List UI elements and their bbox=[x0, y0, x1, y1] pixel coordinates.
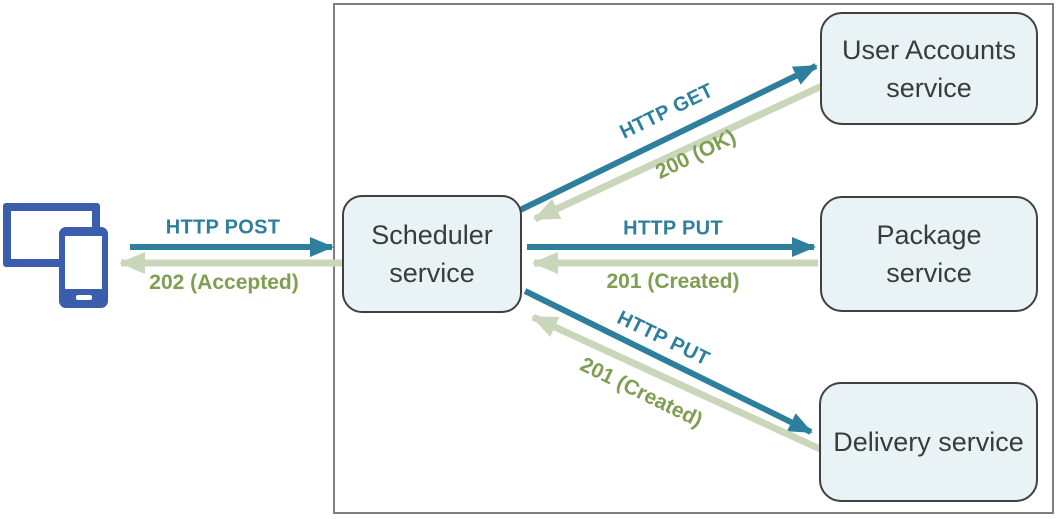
phone-screen bbox=[65, 236, 102, 289]
http-post-label: HTTP POST bbox=[165, 216, 281, 239]
system-boundary-box bbox=[333, 3, 1054, 514]
phone-home-button bbox=[76, 295, 92, 300]
phone-icon bbox=[59, 227, 108, 308]
http-put-delivery-arrow bbox=[523, 288, 813, 435]
node-delivery-label: Delivery service bbox=[833, 427, 1024, 457]
response-200-arrow bbox=[533, 81, 826, 223]
response-201-delivery-arrow bbox=[531, 313, 822, 453]
http-get-arrow bbox=[514, 63, 818, 215]
http-put-package-label: HTTP PUT bbox=[623, 217, 723, 240]
response-201-package-label: 201 (Created) bbox=[606, 270, 740, 293]
node-package-service: Package service bbox=[820, 196, 1038, 312]
node-scheduler-label: Scheduler service bbox=[371, 220, 493, 288]
node-scheduler-service: Scheduler service bbox=[342, 195, 522, 313]
client-devices-icon bbox=[3, 203, 111, 311]
response-202-label: 202 (Accepted) bbox=[149, 271, 299, 294]
node-delivery-service: Delivery service bbox=[819, 382, 1038, 502]
node-user-accounts-label: User Accounts service bbox=[841, 34, 1017, 103]
node-user-accounts-service: User Accounts service bbox=[820, 12, 1038, 125]
node-package-label: Package service bbox=[876, 220, 982, 288]
